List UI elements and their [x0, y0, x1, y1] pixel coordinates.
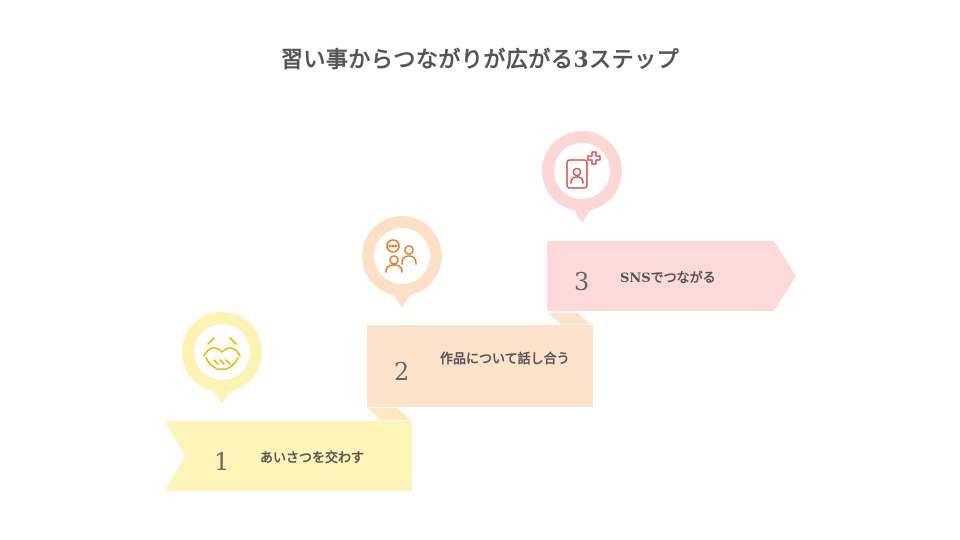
step-1-number: 1 [214, 448, 230, 476]
step-2-pin-inner [374, 228, 430, 284]
step-2-ribbon-fold [548, 313, 590, 324]
step-3-ribbon [547, 241, 796, 311]
step-3-pin-inner [554, 143, 610, 199]
step-2-number: 2 [394, 358, 410, 386]
step-3-label: SNSでつながる [620, 271, 716, 286]
handshake-icon [203, 337, 241, 371]
step-3 [541, 131, 796, 311]
step-2 [361, 216, 593, 407]
step-3-number: 3 [574, 268, 590, 296]
step-1-label: あいさつを交わす [260, 451, 365, 466]
step-1-ribbon-fold [368, 408, 410, 420]
step-1 [165, 312, 412, 491]
step-2-label: 作品について話し合う [440, 352, 570, 367]
step-2-ribbon [367, 325, 593, 407]
page-title: 習い事からつながりが広がる3ステップ [280, 47, 680, 73]
add-contact-icon [566, 151, 601, 189]
chat-people-icon [385, 239, 417, 273]
step-1-ribbon [165, 421, 412, 491]
